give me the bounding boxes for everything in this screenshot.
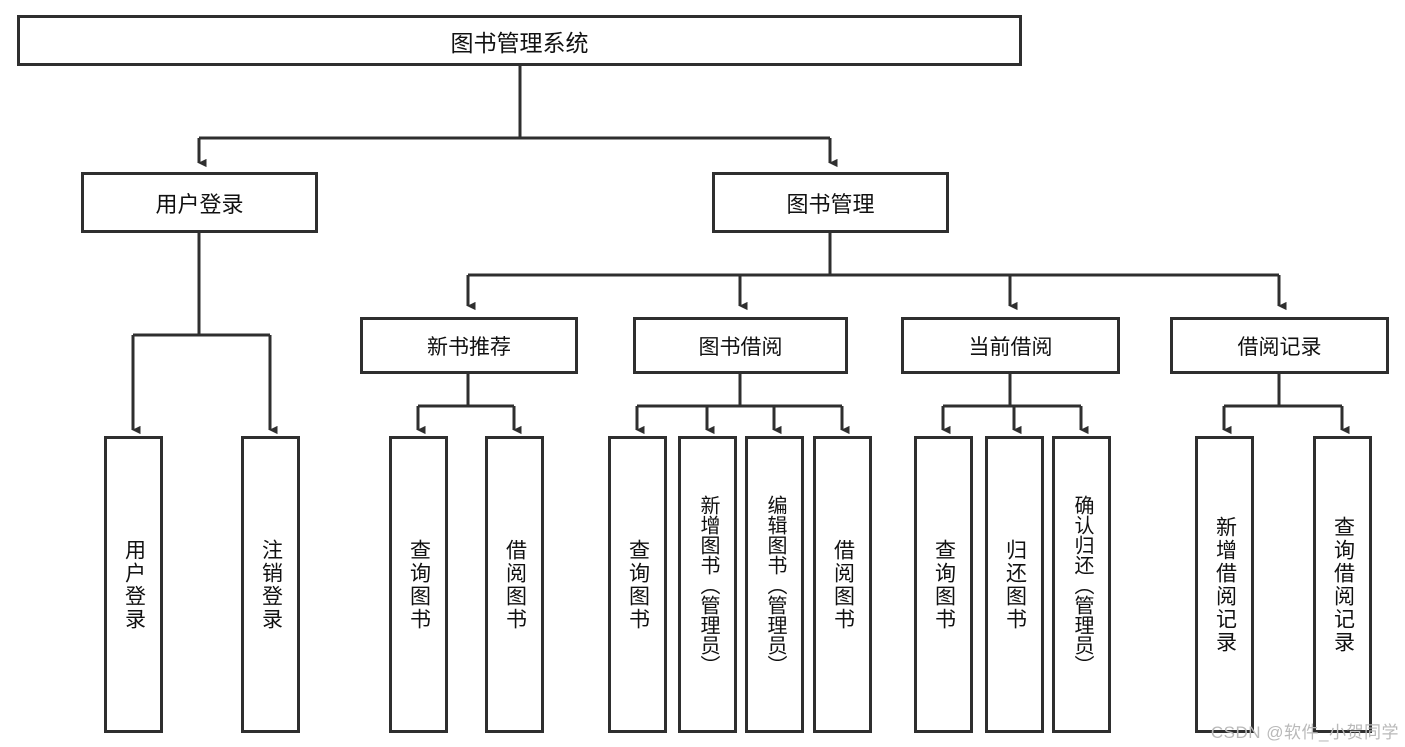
- node-leaf-return-book[interactable]: 归还图书: [985, 436, 1044, 733]
- node-borrow-record[interactable]: 借阅记录: [1170, 317, 1389, 374]
- node-leaf-query-book-2-label: 查询图书: [626, 538, 650, 631]
- node-book-manage[interactable]: 图书管理: [712, 172, 949, 233]
- node-leaf-confirm-return[interactable]: 确认归还（管理员）: [1052, 436, 1111, 733]
- node-leaf-edit-book-label: 编辑图书（管理员）: [764, 494, 786, 675]
- node-leaf-borrow-book-1[interactable]: 借阅图书: [485, 436, 544, 733]
- node-new-book-recommend-label: 新书推荐: [427, 335, 511, 359]
- node-current-borrow[interactable]: 当前借阅: [901, 317, 1120, 374]
- node-book-manage-label: 图书管理: [786, 191, 875, 217]
- node-user-login-label: 用户登录: [155, 191, 244, 217]
- node-root[interactable]: 图书管理系统: [17, 15, 1022, 66]
- node-leaf-add-record[interactable]: 新增借阅记录: [1195, 436, 1254, 733]
- node-leaf-add-book[interactable]: 新增图书（管理员）: [678, 436, 737, 733]
- node-leaf-confirm-return-label: 确认归还（管理员）: [1071, 494, 1093, 675]
- node-leaf-user-logout[interactable]: 注销登录: [241, 436, 300, 733]
- node-leaf-add-record-label: 新增借阅记录: [1213, 515, 1237, 654]
- node-root-label: 图书管理系统: [450, 29, 589, 56]
- node-leaf-query-record[interactable]: 查询借阅记录: [1313, 436, 1372, 733]
- node-user-login[interactable]: 用户登录: [81, 172, 318, 233]
- node-leaf-query-book-1-label: 查询图书: [407, 538, 431, 631]
- node-leaf-query-book-2[interactable]: 查询图书: [608, 436, 667, 733]
- node-leaf-borrow-book-1-label: 借阅图书: [503, 538, 527, 631]
- node-leaf-query-record-label: 查询借阅记录: [1331, 515, 1355, 654]
- node-leaf-return-book-label: 归还图书: [1003, 538, 1027, 631]
- node-leaf-query-book-3-label: 查询图书: [932, 538, 956, 631]
- node-leaf-query-book-1[interactable]: 查询图书: [389, 436, 448, 733]
- node-borrow-record-label: 借阅记录: [1237, 335, 1322, 359]
- node-book-borrow-label: 图书借阅: [698, 335, 783, 359]
- node-current-borrow-label: 当前借阅: [968, 335, 1053, 359]
- node-leaf-edit-book[interactable]: 编辑图书（管理员）: [745, 436, 804, 733]
- node-leaf-borrow-book-2[interactable]: 借阅图书: [813, 436, 872, 733]
- node-leaf-user-login[interactable]: 用户登录: [104, 436, 163, 733]
- node-leaf-borrow-book-2-label: 借阅图书: [831, 538, 855, 631]
- node-leaf-add-book-label: 新增图书（管理员）: [697, 494, 719, 675]
- node-book-borrow[interactable]: 图书借阅: [633, 317, 848, 374]
- node-leaf-user-login-label: 用户登录: [122, 538, 146, 631]
- node-leaf-user-logout-label: 注销登录: [259, 538, 283, 631]
- node-new-book-recommend[interactable]: 新书推荐: [360, 317, 578, 374]
- watermark-text: CSDN @软件_小贺同学: [1210, 723, 1399, 742]
- node-leaf-query-book-3[interactable]: 查询图书: [914, 436, 973, 733]
